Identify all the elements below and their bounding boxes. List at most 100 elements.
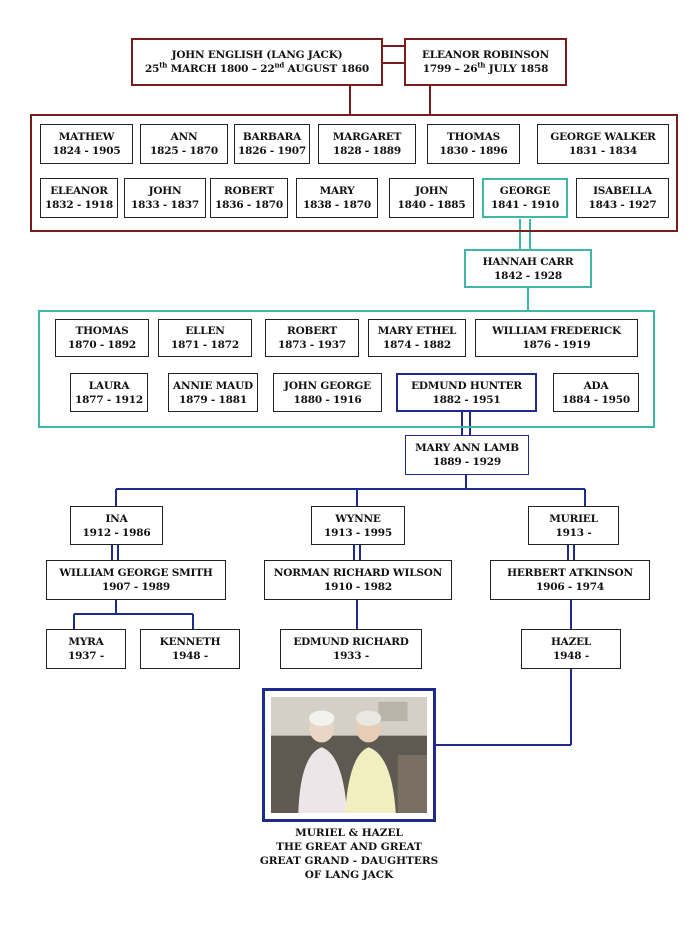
- person-name: MATHEW: [58, 131, 115, 143]
- person-dates: 1880 - 1916: [293, 393, 362, 406]
- person-name: WILLIAM FREDERICK: [492, 325, 621, 337]
- person-name: KENNETH: [159, 636, 221, 648]
- person-john-english: JOHN ENGLISH (LANG JACK) 25th MARCH 1800…: [131, 38, 383, 86]
- person-name: NORMAN RICHARD WILSON: [273, 567, 443, 579]
- person-dates: 25th MARCH 1800 – 22nd AUGUST 1860: [144, 60, 370, 76]
- person-dates: 1832 - 1918: [45, 199, 113, 211]
- person-dates: 1874 - 1882: [383, 339, 451, 351]
- person-card: THOMAS 1830 - 1896: [427, 124, 520, 164]
- person-dates: 1826 - 1907: [238, 145, 306, 157]
- person-card: MATHEW 1824 - 1905: [40, 124, 133, 164]
- person-card: MARY ETHEL 1874 - 1882: [368, 319, 466, 357]
- person-dates: 1948 -: [171, 650, 209, 662]
- photo-caption: MURIEL & HAZEL THE GREAT AND GREAT GREAT…: [238, 826, 460, 882]
- person-george: GEORGE 1841 - 1910: [482, 178, 568, 218]
- person-card: MARY 1838 - 1870: [296, 178, 378, 218]
- person-card: ROBERT 1836 - 1870: [210, 178, 288, 218]
- person-name: THOMAS: [75, 325, 129, 337]
- person-name: JOHN GEORGE: [284, 379, 371, 392]
- person-dates: 1824 - 1905: [52, 145, 121, 157]
- person-dates: 1879 - 1881: [179, 393, 247, 406]
- person-name: JOHN: [148, 185, 182, 197]
- family-photo: [262, 688, 436, 822]
- person-name: MARGARET: [332, 131, 402, 143]
- person-name: GEORGE: [499, 185, 551, 197]
- person-name: WYNNE: [335, 512, 381, 525]
- person-card: ISABELLA 1843 - 1927: [576, 178, 669, 218]
- person-name: HAZEL: [550, 636, 592, 648]
- person-name: MARY ANN LAMB: [415, 442, 519, 454]
- person-name: JOHN: [415, 185, 448, 197]
- person-name: HANNAH CARR: [482, 255, 574, 268]
- person-dates: 1907 - 1989: [102, 581, 170, 593]
- person-name: EDMUND HUNTER: [411, 379, 522, 392]
- person-dates: 1838 - 1870: [303, 199, 371, 211]
- person-dates: 1799 – 26th JULY 1858: [422, 60, 549, 76]
- person-name: HERBERT ATKINSON: [507, 567, 633, 579]
- person-dates: 1910 - 1982: [324, 581, 392, 593]
- person-name: MURIEL: [549, 512, 598, 525]
- caption-line: THE GREAT AND GREAT: [276, 841, 422, 853]
- caption-line: GREAT GRAND - DAUGHTERS: [259, 855, 439, 867]
- generation-2-group: [38, 310, 655, 428]
- person-name: GEORGE WALKER: [550, 131, 656, 143]
- person-name: MYRA: [68, 636, 104, 648]
- person-dates: 1912 - 1986: [82, 526, 151, 539]
- person-william-george-smith: WILLIAM GEORGE SMITH 1907 - 1989: [46, 560, 226, 600]
- person-dates: 1937 -: [67, 650, 105, 662]
- person-dates: 1842 - 1928: [494, 269, 562, 282]
- person-dates: 1840 - 1885: [397, 199, 466, 211]
- person-dates: 1884 - 1950: [562, 393, 630, 406]
- person-dates: 1913 - 1995: [324, 526, 392, 539]
- person-name: THOMAS: [446, 131, 501, 143]
- person-dates: 1876 - 1919: [522, 339, 591, 351]
- person-dates: 1870 - 1892: [68, 339, 136, 351]
- person-eleanor-robinson: ELEANOR ROBINSON 1799 – 26th JULY 1858: [404, 38, 567, 86]
- caption-line: OF LANG JACK: [304, 869, 394, 881]
- person-name: BARBARA: [242, 131, 302, 143]
- person-dates: 1877 - 1912: [75, 393, 143, 406]
- person-myra: MYRA 1937 -: [46, 629, 126, 669]
- person-card: WILLIAM FREDERICK 1876 - 1919: [475, 319, 638, 357]
- person-name: ANNIE MAUD: [173, 379, 253, 392]
- person-name: JOHN ENGLISH (LANG JACK): [171, 49, 343, 61]
- person-name: ISABELLA: [593, 185, 652, 197]
- person-card: JOHN 1840 - 1885: [389, 178, 474, 218]
- person-name: MARY: [319, 185, 355, 197]
- person-name: ELEANOR ROBINSON: [421, 49, 550, 61]
- photo-image: [271, 697, 427, 813]
- person-card: BARBARA 1826 - 1907: [234, 124, 310, 164]
- person-name: ANN: [170, 131, 198, 143]
- person-name: ELEANOR: [50, 185, 108, 197]
- person-dates: 1843 - 1927: [588, 199, 657, 211]
- person-name: WILLIAM GEORGE SMITH: [59, 567, 213, 579]
- person-name: INA: [105, 512, 128, 525]
- person-dates: 1830 - 1896: [439, 145, 508, 157]
- person-name: ROBERT: [224, 185, 274, 197]
- person-dates: 1873 - 1937: [278, 339, 346, 351]
- person-kenneth: KENNETH 1948 -: [140, 629, 240, 669]
- person-dates: 1882 - 1951: [432, 393, 501, 406]
- person-dates: 1836 - 1870: [215, 199, 283, 211]
- caption-line: MURIEL & HAZEL: [295, 827, 403, 839]
- person-name: MARY ETHEL: [377, 325, 457, 337]
- person-dates: 1841 - 1910: [491, 199, 559, 211]
- person-name: ELLEN: [185, 325, 225, 337]
- person-dates: 1871 - 1872: [171, 339, 239, 351]
